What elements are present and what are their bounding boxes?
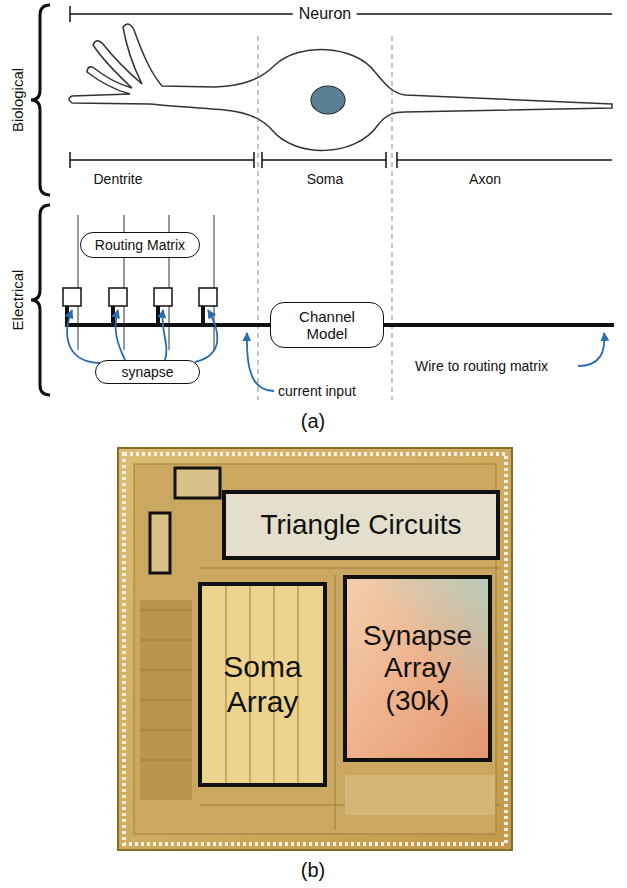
chip-photo [118,448,512,850]
label: Biological [9,68,26,132]
bracket [31,5,50,195]
label: Neuron [293,5,357,23]
nucleus [311,86,345,114]
label-text: Electrical [9,270,26,331]
synapse-square [63,288,217,306]
label: Soma [307,171,344,187]
label-text: Wire to routing matrix [415,358,548,374]
rounded-box: synapse [95,360,200,384]
chip-region-box: Soma Array [198,582,327,787]
label: Electrical [9,270,26,331]
box-text: Triangle Circuits [260,509,461,541]
label: current input [278,383,356,399]
chip-region-box: Synapse Array (30k) [343,575,492,762]
label-text: (b) [301,859,325,882]
box-text: Synapse Array (30k) [355,620,480,717]
neuron-outline [69,24,612,150]
label-text: current input [278,383,356,399]
box-text: Soma Array [210,650,315,719]
box-text: Channel Model [291,308,363,343]
routing-line [78,215,214,350]
dashed-divider [258,36,392,400]
bracket [31,205,50,395]
label: (a) [301,410,325,433]
rounded-box: Routing Matrix [80,232,200,258]
label: Wire to routing matrix [415,358,548,374]
label-text: (a) [301,410,325,433]
label: Dentrite [93,171,142,187]
label-text: Neuron [299,5,351,23]
label: Axon [469,171,501,187]
rounded-box: Channel Model [270,302,384,348]
label-text: Dentrite [93,171,142,187]
dimension-line [70,152,612,168]
box-text: Routing Matrix [95,237,185,253]
box-text: synapse [121,364,173,380]
label-text: Axon [469,171,501,187]
label-text: Biological [9,68,26,132]
label: (b) [301,859,325,882]
chip-region-box: Triangle Circuits [222,490,500,560]
label-text: Soma [307,171,344,187]
